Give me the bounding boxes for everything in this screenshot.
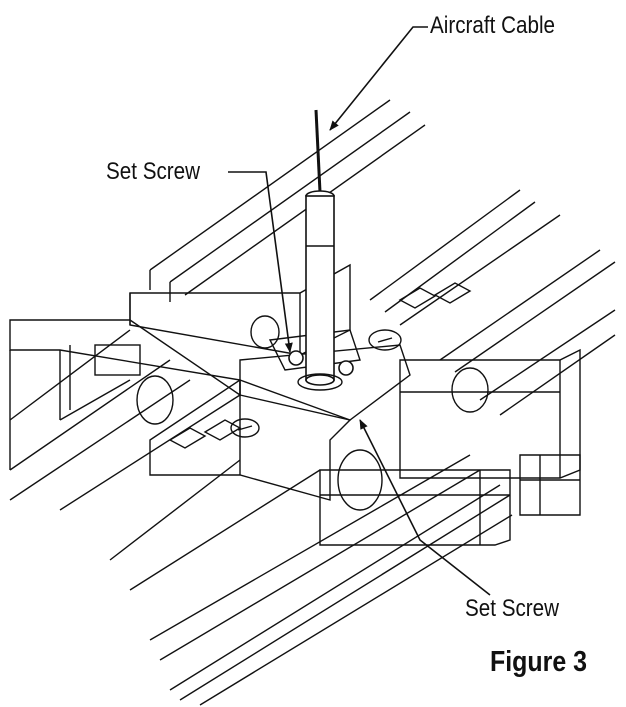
callout-leaders bbox=[228, 26, 491, 596]
fixture-rails bbox=[9, 99, 616, 706]
set-screw-top bbox=[288, 350, 304, 366]
aircraft-cable-line bbox=[314, 109, 322, 193]
set-screw-bottom bbox=[338, 360, 354, 376]
cable-stud-tube bbox=[305, 195, 335, 381]
figure-caption: Figure 3 bbox=[490, 646, 588, 678]
aircraft-cable-label: Aircraft Cable bbox=[430, 12, 556, 39]
set-screw-top-label: Set Screw bbox=[106, 158, 201, 185]
cable-and-stud bbox=[288, 109, 354, 391]
set-screw-bottom-label: Set Screw bbox=[465, 595, 560, 622]
